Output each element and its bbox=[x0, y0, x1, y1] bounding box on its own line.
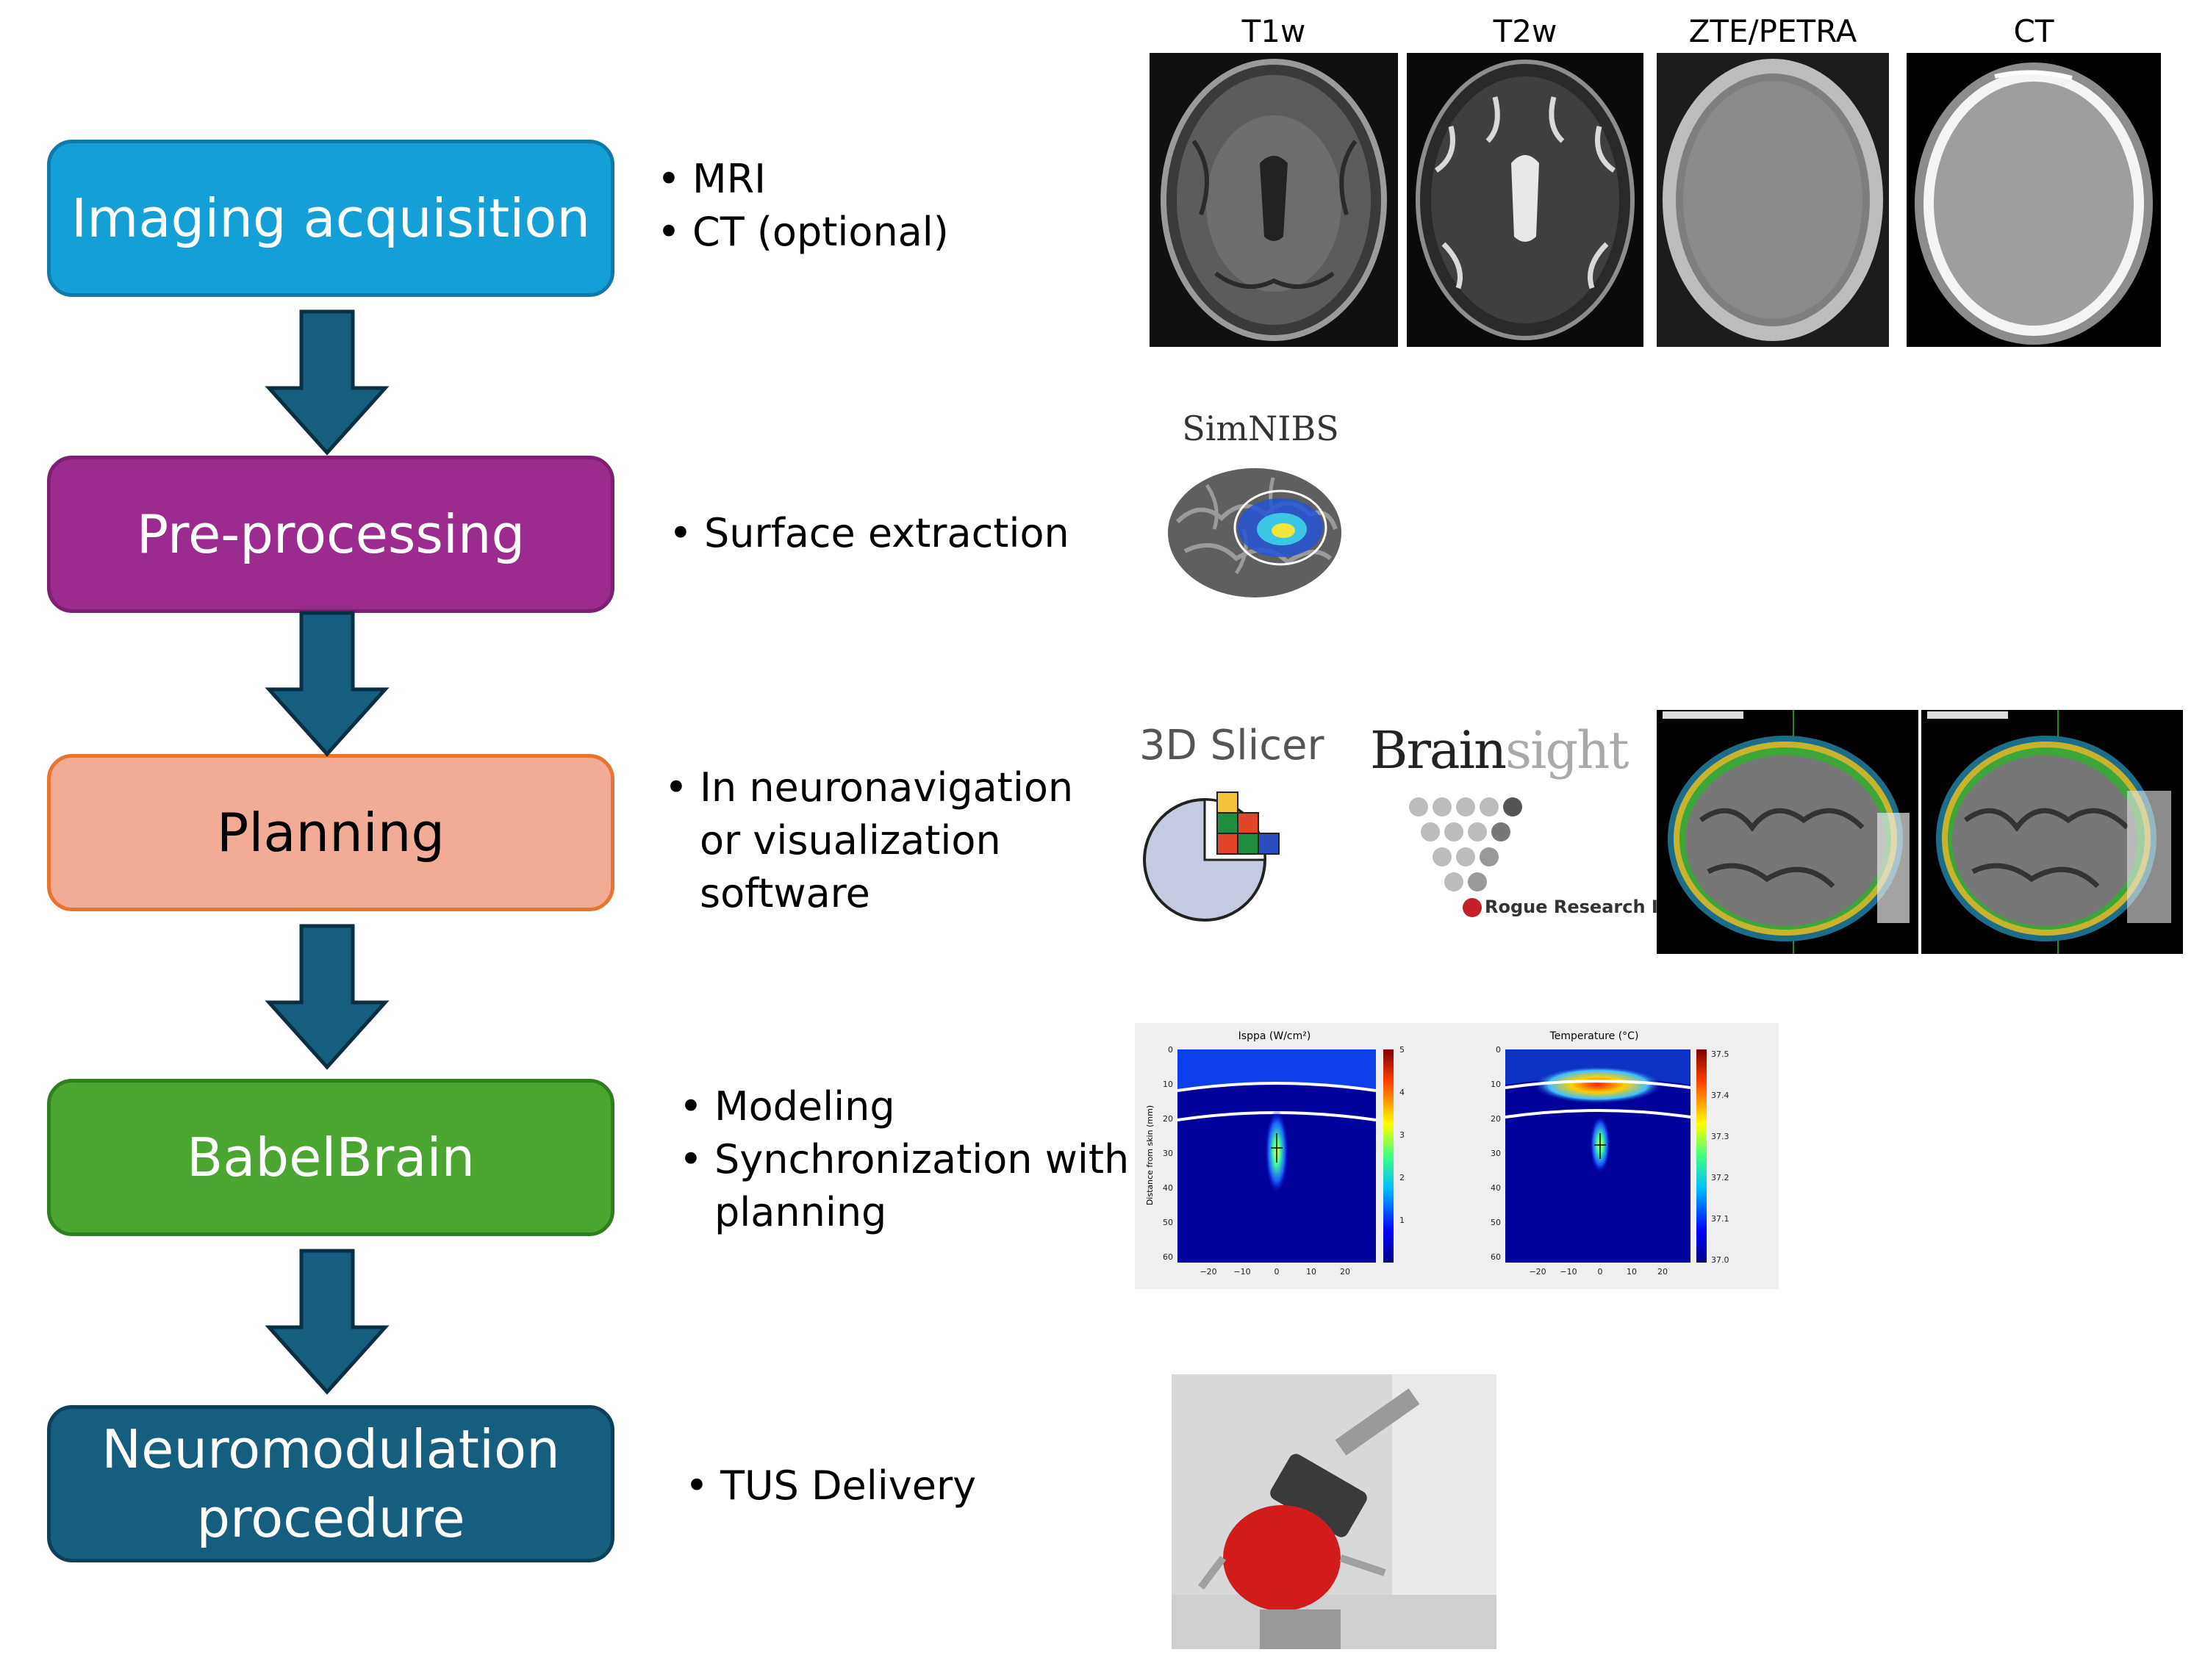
step-label: Neuromodulation procedure bbox=[101, 1418, 560, 1549]
zte-petra-scan-image bbox=[1657, 53, 1889, 347]
y-tick: 40 bbox=[1163, 1183, 1173, 1193]
x-tick: 10 bbox=[1627, 1267, 1637, 1277]
bullets-planning: •In neuronavigation or visualization sof… bbox=[664, 761, 1073, 920]
y-tick: 0 bbox=[1496, 1045, 1501, 1055]
x-tick: −10 bbox=[1233, 1267, 1250, 1277]
y-tick: 20 bbox=[1163, 1114, 1173, 1124]
bullets-preprocessing: •Surface extraction bbox=[669, 507, 1069, 560]
left-colorbar bbox=[1383, 1049, 1394, 1263]
down-arrow-icon bbox=[265, 611, 390, 757]
right-cbar-tick: 37.2 bbox=[1711, 1173, 1729, 1182]
y-tick: 50 bbox=[1163, 1218, 1173, 1227]
bullet-text: Surface extraction bbox=[704, 510, 1069, 556]
left-cbar-tick: 5 bbox=[1399, 1045, 1405, 1055]
y-tick: 30 bbox=[1163, 1149, 1173, 1158]
bullets-babelbrain: •Modeling •Synchronization with planning bbox=[679, 1080, 1129, 1239]
bullet-text: Modeling bbox=[714, 1083, 895, 1130]
babelbrain-simulation-plots: Isppa (W/cm²) 5 4 3 2 1 0 10 20 30 40 50… bbox=[1135, 1023, 1779, 1289]
rogue-research-label: Rogue Research Inc. bbox=[1485, 897, 1688, 917]
brainsight-wordmark-b: sight bbox=[1505, 720, 1629, 780]
x-tick: 20 bbox=[1340, 1267, 1350, 1277]
brainsight-logo-text: Brainsight bbox=[1370, 720, 1629, 780]
slicer-logo-icon bbox=[1143, 791, 1280, 922]
left-cbar-tick: 1 bbox=[1399, 1216, 1405, 1225]
right-cbar-tick: 37.3 bbox=[1711, 1132, 1729, 1141]
x-tick: −20 bbox=[1529, 1267, 1546, 1277]
simnibs-brain-icon bbox=[1168, 468, 1341, 597]
scan-label-ct: CT bbox=[2013, 13, 2054, 49]
y-tick: 0 bbox=[1168, 1045, 1173, 1055]
right-cbar-tick: 37.1 bbox=[1711, 1214, 1729, 1224]
y-tick: 30 bbox=[1491, 1149, 1501, 1158]
brainsight-dots-icon bbox=[1409, 797, 1522, 891]
left-plot-title: Isppa (W/cm²) bbox=[1238, 1030, 1311, 1042]
y-tick: 60 bbox=[1491, 1252, 1501, 1262]
step-label: Imaging acquisition bbox=[71, 187, 590, 249]
step-label: Planning bbox=[216, 802, 445, 864]
step-babelbrain: BabelBrain bbox=[47, 1079, 614, 1236]
x-tick: 0 bbox=[1598, 1267, 1603, 1277]
left-cbar-tick: 4 bbox=[1399, 1088, 1405, 1097]
tus-device-photo bbox=[1172, 1374, 1496, 1649]
down-arrow-icon bbox=[265, 1249, 390, 1395]
step-neuromodulation-procedure: Neuromodulation procedure bbox=[47, 1405, 614, 1562]
x-tick: 10 bbox=[1306, 1267, 1316, 1277]
step-imaging-acquisition: Imaging acquisition bbox=[47, 140, 614, 297]
step-pre-processing: Pre-processing bbox=[47, 456, 614, 613]
bullet-text: MRI bbox=[692, 156, 767, 202]
scan-label-zte-petra: ZTE/PETRA bbox=[1688, 13, 1857, 49]
step-planning: Planning bbox=[47, 754, 614, 911]
bullets-imaging: •MRI •CT (optional) bbox=[657, 153, 949, 259]
y-tick: 60 bbox=[1163, 1252, 1173, 1262]
scan-label-t1w: T1w bbox=[1241, 13, 1306, 49]
t1w-scan-image bbox=[1150, 53, 1398, 347]
bullet-text: Synchronization with planning bbox=[714, 1136, 1130, 1235]
bullet-text: CT (optional) bbox=[692, 209, 949, 255]
t2w-scan-image bbox=[1407, 53, 1643, 347]
bullets-neuromodulation: •TUS Delivery bbox=[685, 1460, 976, 1512]
y-tick: 40 bbox=[1491, 1183, 1501, 1193]
right-colorbar bbox=[1696, 1049, 1707, 1263]
y-tick: 10 bbox=[1163, 1080, 1173, 1089]
x-tick: 20 bbox=[1657, 1267, 1668, 1277]
left-cbar-tick: 3 bbox=[1399, 1130, 1405, 1140]
down-arrow-icon bbox=[265, 924, 390, 1070]
bullet-text: TUS Delivery bbox=[720, 1462, 977, 1509]
down-arrow-icon bbox=[265, 309, 390, 456]
x-tick: −20 bbox=[1200, 1267, 1216, 1277]
brainsight-wordmark-a: Brain bbox=[1370, 720, 1507, 780]
right-cbar-tick: 37.0 bbox=[1711, 1255, 1729, 1265]
bullet-text: In neuronavigation or visualization soft… bbox=[700, 764, 1074, 916]
scan-label-t2w: T2w bbox=[1493, 13, 1557, 49]
slicer-logo-text: 3D Slicer bbox=[1139, 722, 1324, 769]
x-tick: −10 bbox=[1560, 1267, 1577, 1277]
left-cbar-tick: 2 bbox=[1399, 1173, 1405, 1182]
step-label: Pre-processing bbox=[136, 503, 526, 565]
right-plot-title: Temperature (°C) bbox=[1549, 1030, 1639, 1042]
x-tick: 0 bbox=[1274, 1267, 1280, 1277]
left-plot-ylabel: Distance from skin (mm) bbox=[1145, 1105, 1155, 1205]
step-label: BabelBrain bbox=[186, 1127, 476, 1188]
y-tick: 10 bbox=[1491, 1080, 1501, 1089]
y-tick: 50 bbox=[1491, 1218, 1501, 1227]
right-cbar-tick: 37.4 bbox=[1711, 1091, 1729, 1100]
simnibs-logo-text: SimNIBS bbox=[1182, 409, 1339, 448]
y-tick: 20 bbox=[1491, 1114, 1501, 1124]
ct-scan-image bbox=[1907, 53, 2161, 347]
neuronavigation-screenshot-right bbox=[1921, 710, 2183, 954]
rogue-research-text: Rogue Research Inc. bbox=[1463, 897, 1688, 917]
neuronavigation-screenshot-left bbox=[1657, 710, 1918, 954]
right-cbar-tick: 37.5 bbox=[1711, 1049, 1729, 1059]
